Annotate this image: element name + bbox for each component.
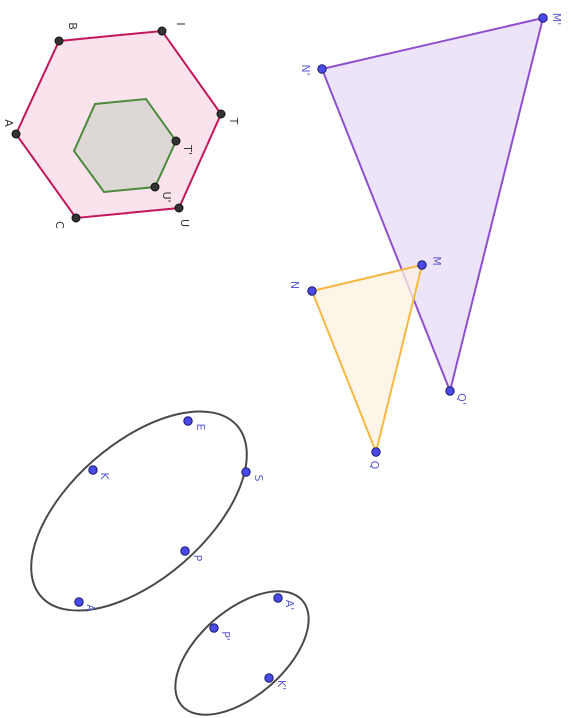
label-ellipse-small-p-prime: P' bbox=[219, 631, 232, 641]
label-hexagon-outer-c: C bbox=[53, 221, 66, 229]
label-triangle-large-m-prime: M' bbox=[550, 13, 563, 26]
label-triangle-small-m: M bbox=[430, 256, 443, 266]
point-triangle-small-n[interactable] bbox=[307, 286, 317, 296]
point-hexagon-outer-b[interactable] bbox=[54, 36, 64, 46]
label-hexagon-outer-b: B bbox=[66, 22, 79, 30]
label-hexagon-outer-i: I bbox=[174, 22, 187, 25]
point-triangle-large-n-prime[interactable] bbox=[317, 64, 327, 74]
label-hexagon-outer-t: T bbox=[227, 117, 240, 125]
label-triangle-large-q-prime: Q' bbox=[455, 393, 468, 405]
point-ellipse-small-p-prime[interactable] bbox=[209, 623, 219, 633]
triangle-large-polygon[interactable] bbox=[320, 16, 545, 395]
hexagon-inner: T' U' bbox=[72, 97, 194, 203]
point-ellipse-small-k-prime[interactable] bbox=[264, 673, 274, 683]
point-hexagon-outer-c[interactable] bbox=[71, 213, 81, 223]
label-ellipse-large-p: P bbox=[191, 555, 204, 562]
point-triangle-large-q-prime[interactable] bbox=[445, 386, 455, 396]
point-hexagon-outer-a[interactable] bbox=[11, 129, 21, 139]
triangle-large: N' M' Q' bbox=[299, 13, 563, 405]
label-ellipse-small-a-prime: A' bbox=[283, 600, 296, 611]
point-hexagon-outer-t[interactable] bbox=[216, 109, 226, 119]
label-triangle-small-n: N bbox=[288, 281, 301, 289]
point-triangle-small-m[interactable] bbox=[417, 260, 427, 270]
point-ellipse-small-a-prime[interactable] bbox=[273, 593, 283, 603]
label-hexagon-outer-a: A bbox=[2, 119, 15, 127]
point-hexagon-inner-u-prime[interactable] bbox=[150, 182, 160, 192]
point-hexagon-outer-i[interactable] bbox=[157, 26, 167, 36]
label-ellipse-large-k: K bbox=[98, 472, 111, 480]
point-triangle-small-q[interactable] bbox=[371, 447, 381, 457]
point-ellipse-large-e[interactable] bbox=[183, 416, 193, 426]
ellipse-large: E K S P A bbox=[0, 374, 282, 647]
triangle-small: N M Q bbox=[288, 256, 443, 469]
point-ellipse-large-p[interactable] bbox=[180, 546, 190, 556]
triangle-small-polygon[interactable] bbox=[310, 263, 424, 456]
point-hexagon-outer-u[interactable] bbox=[174, 203, 184, 213]
label-hexagon-inner-u-prime: U' bbox=[160, 191, 173, 202]
point-ellipse-large-a[interactable] bbox=[74, 597, 84, 607]
point-ellipse-large-k[interactable] bbox=[88, 465, 98, 475]
point-hexagon-inner-t-prime[interactable] bbox=[171, 136, 181, 146]
ellipse-large-curve[interactable] bbox=[0, 374, 282, 647]
point-ellipse-large-s[interactable] bbox=[241, 467, 251, 477]
label-ellipse-large-a: A bbox=[84, 604, 97, 612]
label-ellipse-small-k-prime: K' bbox=[275, 680, 288, 690]
label-hexagon-inner-t-prime: T' bbox=[181, 144, 194, 155]
ellipse-small-curve[interactable] bbox=[153, 568, 330, 718]
label-hexagon-outer-u: U bbox=[178, 219, 191, 227]
label-triangle-large-n-prime: N' bbox=[299, 64, 312, 75]
ellipse-small: A' P' K' bbox=[153, 568, 330, 718]
point-triangle-large-m-prime[interactable] bbox=[538, 13, 548, 23]
label-ellipse-large-e: E bbox=[194, 424, 207, 431]
label-ellipse-large-s: S bbox=[252, 475, 265, 482]
label-triangle-small-q: Q bbox=[368, 461, 381, 470]
